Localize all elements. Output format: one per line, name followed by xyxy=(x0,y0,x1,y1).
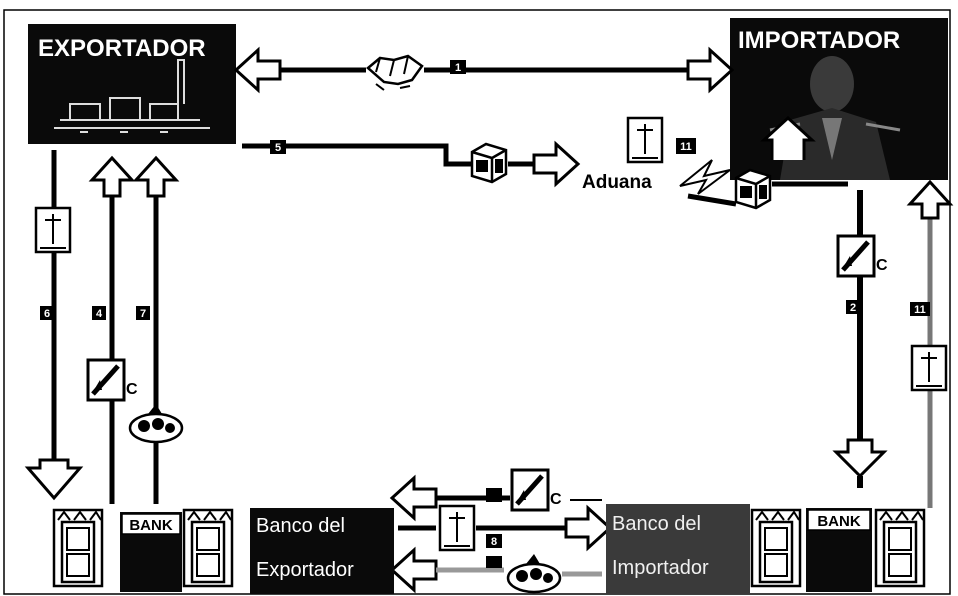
svg-text:6: 6 xyxy=(44,308,50,320)
svg-text:11: 11 xyxy=(914,304,926,316)
exporter-bank-node: BANK Banco del Exportador xyxy=(54,508,394,594)
customs-stamp-icon xyxy=(680,160,730,194)
money-bag-transfer-icon xyxy=(508,554,560,592)
exporter-bank-flows: 6 4 7 xyxy=(28,150,182,504)
arrow-to-exporter xyxy=(236,50,280,90)
importer-node: IMPORTADOR xyxy=(730,18,948,180)
bank-document-icon xyxy=(440,506,474,550)
arrow-down-to-importer-bank xyxy=(836,440,884,476)
handshake-icon xyxy=(368,56,422,90)
letter-of-credit-transfer-icon xyxy=(512,470,562,510)
svg-text:7: 7 xyxy=(140,308,146,320)
bank-building-icon-importer-right xyxy=(876,510,924,586)
bank-building-icon xyxy=(54,510,102,586)
svg-text:2: 2 xyxy=(850,302,856,314)
letter-of-credit-request-icon xyxy=(838,236,888,276)
svg-text:1: 1 xyxy=(455,62,461,74)
letter-of-credit-icon xyxy=(88,360,138,400)
arrow-to-exporter-bank-bottom xyxy=(392,550,436,590)
importer-bank-label-line2: Importador xyxy=(612,557,709,579)
arrow-to-importer-bank xyxy=(566,508,610,548)
exporter-node: EXPORTADOR xyxy=(28,24,236,144)
interbank-flows: 8 xyxy=(392,470,610,592)
arrow-up-to-importer xyxy=(910,182,950,218)
arrow-to-customs xyxy=(534,144,578,184)
exporter-bank-sign: BANK xyxy=(129,517,172,534)
importer-label: IMPORTADOR xyxy=(738,27,900,54)
customs-document-icon xyxy=(628,118,662,162)
package-icon-importer xyxy=(736,170,770,208)
svg-text:4: 4 xyxy=(96,308,103,320)
exporter-bank-label-line1: Banco del xyxy=(256,515,345,537)
importer-bank-node: Banco del Importador BANK xyxy=(606,504,924,594)
arrow-down-to-exporter-bank xyxy=(28,460,80,498)
customs-label: Aduana xyxy=(582,172,652,193)
step-badge-3 xyxy=(486,488,502,502)
bank-building-icon-importer xyxy=(752,510,800,586)
bank-building-icon-right xyxy=(184,510,232,586)
importer-bank-flows: 2 11 xyxy=(836,182,950,508)
step-5-shipment-flow: 5 xyxy=(242,140,578,184)
svg-text:5: 5 xyxy=(275,142,281,154)
step-1-contract-flow: 1 xyxy=(236,50,732,90)
arrow-to-importer xyxy=(688,50,732,90)
arrow-up-to-exporter-4 xyxy=(92,158,132,196)
release-document-icon xyxy=(912,346,946,390)
package-icon xyxy=(472,144,506,182)
arrow-to-exporter-bank-top xyxy=(392,478,436,518)
exporter-label: EXPORTADOR xyxy=(38,35,206,62)
svg-text:11: 11 xyxy=(680,141,692,153)
svg-text:8: 8 xyxy=(491,536,497,548)
step-badge-9 xyxy=(486,556,502,568)
importer-bank-label-line1: Banco del xyxy=(612,513,701,535)
shipping-document-icon xyxy=(36,208,70,252)
money-bag-icon xyxy=(130,404,182,442)
arrow-up-to-exporter-7 xyxy=(136,158,176,196)
exporter-bank-label-line2: Exportador xyxy=(256,559,354,581)
importer-bank-sign: BANK xyxy=(817,513,860,530)
